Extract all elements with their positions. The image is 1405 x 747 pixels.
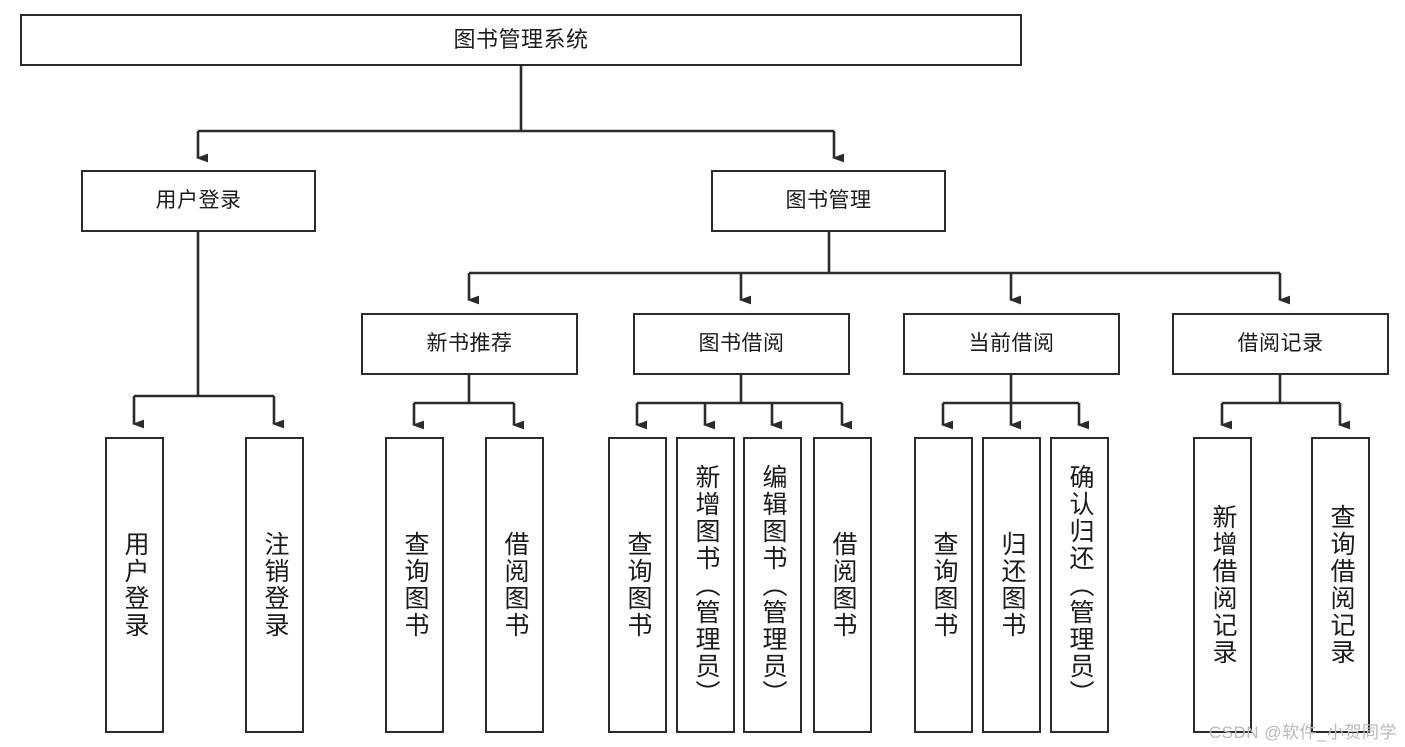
node-label: 查询借阅记录 <box>1327 504 1355 666</box>
node-label: 查询图书 <box>624 531 652 639</box>
node-label: 注销登录 <box>261 531 289 639</box>
node-leaf-return-book[interactable]: 归还图书 <box>982 437 1041 733</box>
node-label: 用户登录 <box>155 189 242 213</box>
node-leaf-add-borrow-record[interactable]: 新增借阅记录 <box>1193 437 1252 733</box>
node-label: 当前借阅 <box>968 332 1055 356</box>
node-leaf-query-book-current[interactable]: 查询图书 <box>914 437 973 733</box>
node-label: 查询图书 <box>401 531 429 639</box>
node-leaf-borrow-book-recommend[interactable]: 借阅图书 <box>485 437 544 733</box>
node-label: 新增借阅记录 <box>1209 504 1237 666</box>
node-borrow-record[interactable]: 借阅记录 <box>1172 313 1389 375</box>
node-leaf-confirm-return-admin[interactable]: 确认归还（管理员） <box>1050 437 1109 733</box>
node-new-book-recommend[interactable]: 新书推荐 <box>361 313 578 375</box>
node-leaf-edit-book-admin[interactable]: 编辑图书（管理员） <box>743 437 802 733</box>
node-leaf-borrow-book[interactable]: 借阅图书 <box>813 437 872 733</box>
node-label: 用户登录 <box>121 531 149 639</box>
node-leaf-query-book-recommend[interactable]: 查询图书 <box>385 437 444 733</box>
node-label: 编辑图书（管理员） <box>759 463 787 707</box>
node-label: 确认归还（管理员） <box>1066 463 1094 707</box>
node-label: 借阅记录 <box>1237 332 1324 356</box>
node-label: 新书推荐 <box>426 332 513 356</box>
node-leaf-add-book-admin[interactable]: 新增图书（管理员） <box>676 437 735 733</box>
node-label: 查询图书 <box>930 531 958 639</box>
node-leaf-query-borrow-record[interactable]: 查询借阅记录 <box>1311 437 1370 733</box>
node-label: 图书管理 <box>785 189 872 213</box>
node-leaf-logout[interactable]: 注销登录 <box>245 437 304 733</box>
node-current-borrow[interactable]: 当前借阅 <box>903 313 1120 375</box>
node-label: 借阅图书 <box>501 531 529 639</box>
csdn-watermark: CSDN @软件_小贺同学 <box>1208 723 1397 742</box>
node-book-borrow[interactable]: 图书借阅 <box>633 313 850 375</box>
node-user-login[interactable]: 用户登录 <box>81 170 316 232</box>
node-leaf-user-login[interactable]: 用户登录 <box>105 437 164 733</box>
node-root-book-management-system[interactable]: 图书管理系统 <box>20 14 1022 66</box>
node-book-management[interactable]: 图书管理 <box>711 170 946 232</box>
node-label: 借阅图书 <box>829 531 857 639</box>
node-label: 图书管理系统 <box>453 26 589 52</box>
node-label: 归还图书 <box>998 531 1026 639</box>
node-label: 图书借阅 <box>698 332 785 356</box>
node-leaf-query-book-borrow[interactable]: 查询图书 <box>608 437 667 733</box>
node-label: 新增图书（管理员） <box>692 463 720 707</box>
